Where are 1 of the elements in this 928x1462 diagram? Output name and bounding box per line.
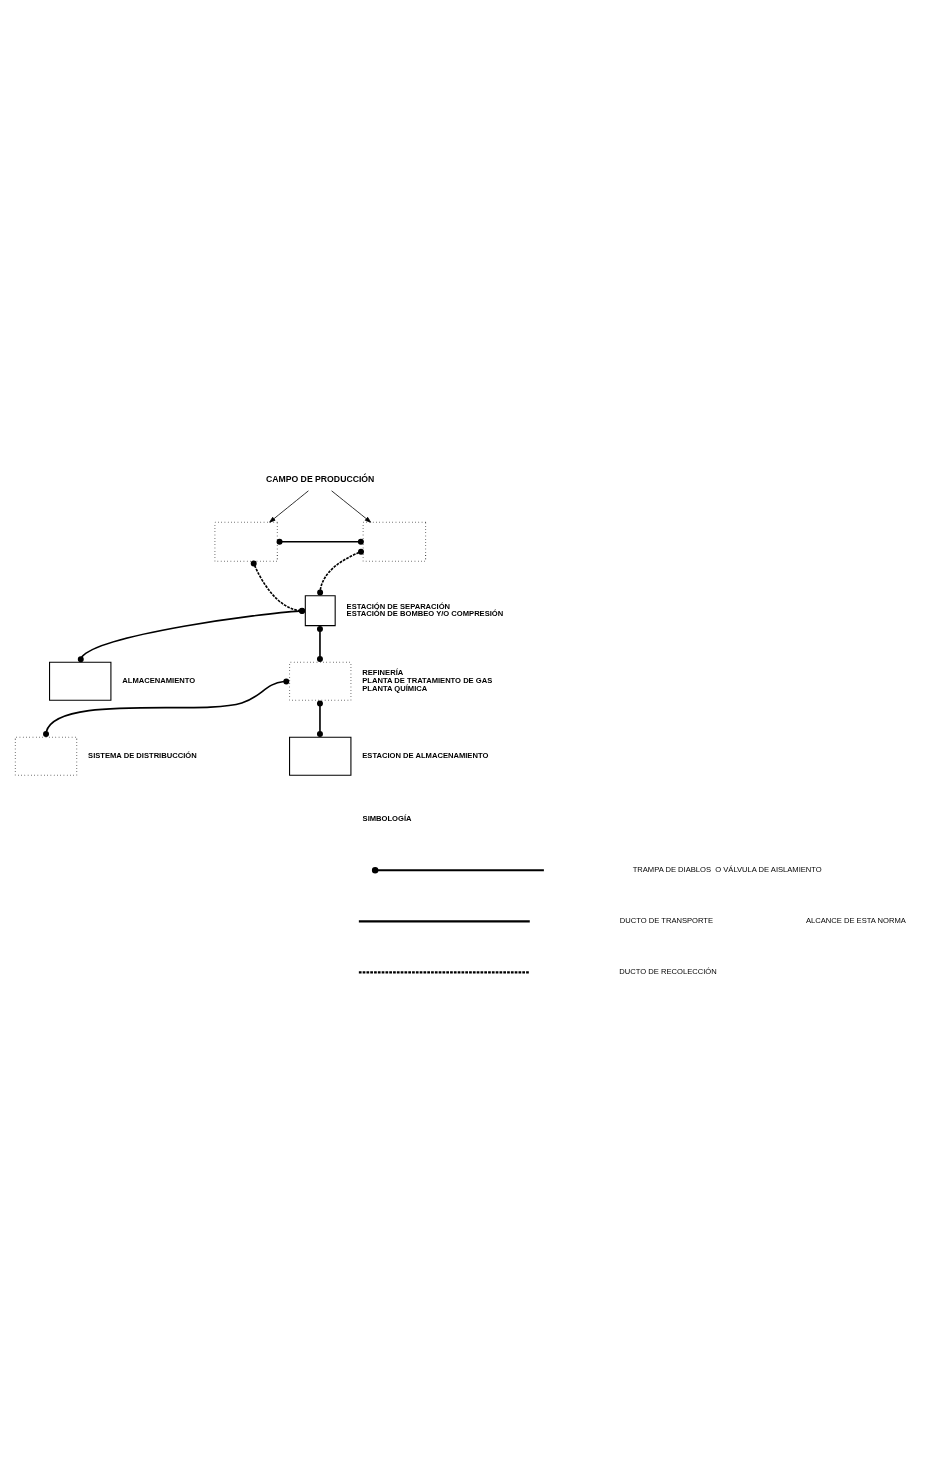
node-text: CAMPO DE PRODUCCIÓN	[265, 474, 375, 485]
